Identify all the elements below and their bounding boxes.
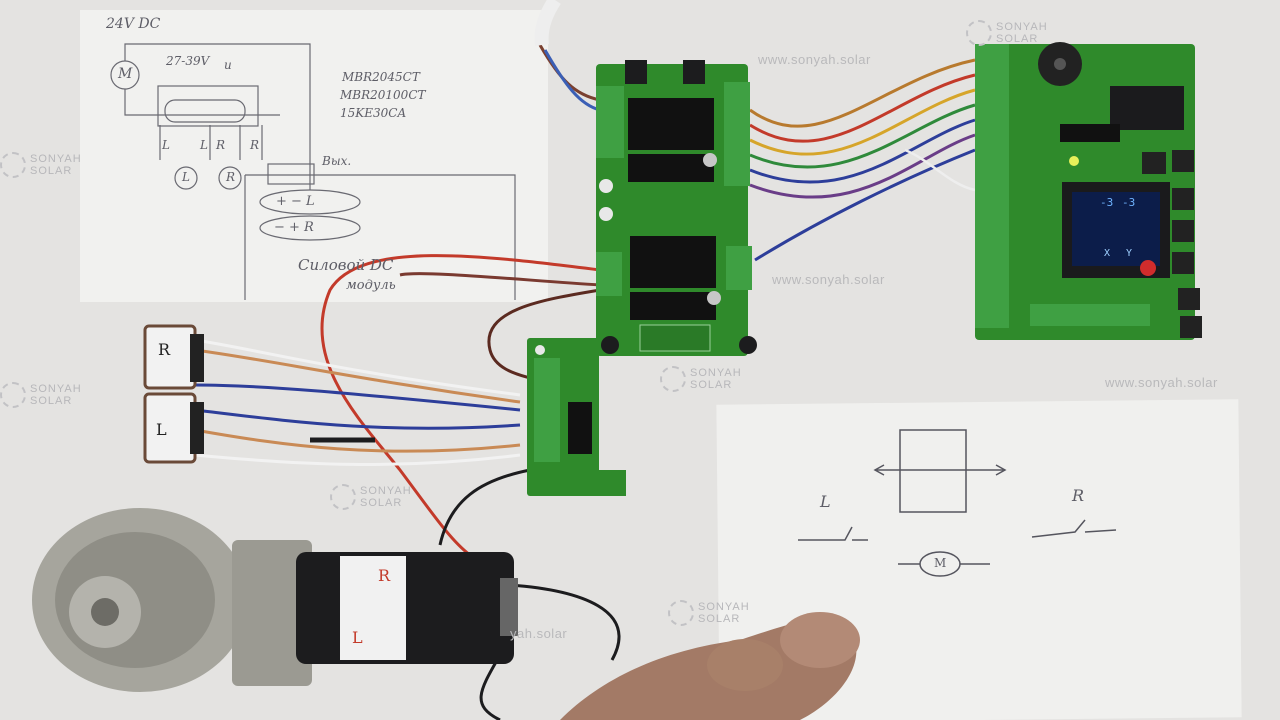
watermark-url: www.sonyah.solar [1105,375,1218,390]
sun-logo-icon [0,382,26,408]
watermark-url: www.sonyah.solar [772,272,885,287]
sun-logo-icon [668,600,694,626]
sketch-circle-l: L [182,170,190,184]
sketch-switch-label: L [200,138,208,152]
sketch-output-label: Вых. [322,154,352,168]
sketch-motor-label: M [118,66,133,82]
sun-logo-icon [0,152,26,178]
sketch-part-3: 15KE30CA [340,106,407,120]
sketch-row-1: + − L [276,194,315,209]
oled-value-1: -3 [1100,196,1114,209]
sun-logo-icon [330,484,356,510]
schematic-sketch-left [110,43,516,300]
sketch-right-label-r: R [1072,486,1085,505]
sketch-title: 24V DC [106,16,161,32]
sun-logo-icon [966,20,992,46]
watermark-url: www.sonyah.solar [758,52,871,67]
sketch-u-label: u [224,58,232,72]
sun-logo-icon [660,366,686,392]
sketch-voltage: 27-39V [166,54,210,68]
sketch-switch-label: R [216,138,226,152]
oled-y-label: Y [1126,248,1133,259]
oled-value-2: -3 [1122,196,1136,209]
sketch-paper-left [80,10,548,302]
sketch-part-1: MBR2045CT [342,70,420,84]
sketch-part-2: MBR20100CT [340,88,426,102]
motor-label-r: R [378,566,391,585]
schematic-sketch-right [798,429,1117,577]
small-driver-board [527,338,626,496]
controller-board [975,42,1202,340]
sketch-switch-label: R [250,138,260,152]
hand [560,612,860,720]
switch-label-bottom: L [156,420,167,439]
limit-switches [143,324,204,464]
power-driver-board [596,60,757,356]
sketch-right-label-l: L [820,492,831,511]
wires [194,0,976,720]
oled-x-label: X [1104,248,1111,259]
sketch-row-2: − + R [274,220,314,235]
sketch-right-motor: M [934,556,947,570]
sketch-caption-2: модуль [346,278,396,293]
motor-label-l: L [352,628,363,647]
sketch-switch-label: L [162,138,170,152]
watermark-url: yah.solar [510,626,568,641]
gear-motor [32,508,518,692]
sketch-circle-r: R [226,170,236,184]
switch-label-top: R [158,340,171,359]
sketch-caption-1: Силовой DC [298,256,394,274]
